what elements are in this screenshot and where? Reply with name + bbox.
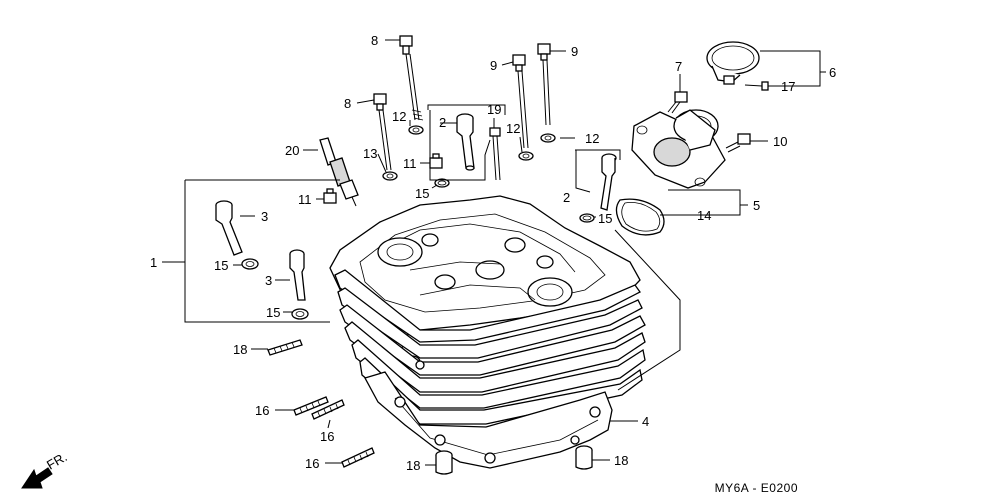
callout-15-c: 15	[214, 258, 228, 273]
spark-plug-20	[319, 137, 359, 207]
callout-15-a: 15	[415, 186, 429, 201]
dowel-3-upper	[215, 200, 243, 256]
clamp-band-6	[706, 41, 760, 85]
callout-18-dowel-a: 18	[406, 458, 420, 473]
callout-14: 14	[697, 208, 711, 223]
callout-12-a: 12	[392, 109, 406, 124]
callout-9-left: 9	[490, 58, 497, 73]
callout-18-dowel-b: 18	[614, 453, 628, 468]
o-ring-15-b	[579, 213, 595, 223]
callout-17: 17	[781, 79, 795, 94]
bolt-19	[489, 127, 501, 181]
stud-16-b	[311, 399, 345, 420]
washer-12-b	[518, 151, 534, 161]
callout-12-c: 12	[585, 131, 599, 146]
dowel-2-upper	[456, 113, 475, 171]
callout-13: 13	[363, 146, 377, 161]
diagram-code: MY6A - E0200	[715, 481, 798, 495]
stud-16-a	[293, 396, 329, 416]
callout-15-b: 15	[598, 211, 612, 226]
washer-13	[382, 171, 398, 181]
bolt-9-left	[512, 54, 529, 149]
callout-3-lower: 3	[265, 273, 272, 288]
callout-6: 6	[829, 65, 836, 80]
callout-5: 5	[753, 198, 760, 213]
gasket-14	[615, 198, 665, 236]
dowel-3-lower	[289, 249, 306, 301]
bolt-8-lower	[373, 93, 392, 171]
callout-1: 1	[150, 255, 157, 270]
dowel-2-right	[600, 153, 617, 211]
washer-12-c	[540, 133, 556, 143]
callout-16-a: 16	[255, 403, 269, 418]
leader-lines	[162, 39, 826, 466]
o-ring-15-a	[434, 178, 450, 188]
nut-11-a	[429, 153, 443, 169]
callout-labels: 8 8 9 9 7 6 17 10 5 14 2 2 19 12 12 12 1…	[150, 33, 836, 473]
washer-12-a	[408, 125, 424, 135]
o-ring-15-d	[291, 308, 309, 320]
callout-7: 7	[675, 59, 682, 74]
callout-11-b: 11	[298, 192, 312, 207]
dowel-18-b	[575, 445, 593, 470]
callout-12-b: 12	[506, 121, 520, 136]
callout-20: 20	[285, 143, 299, 158]
screw-17	[744, 81, 769, 91]
callout-9-right: 9	[571, 44, 578, 59]
callout-10: 10	[773, 134, 787, 149]
callout-8-upper: 8	[371, 33, 378, 48]
callout-18-stud: 18	[233, 342, 247, 357]
callout-15-d: 15	[266, 305, 280, 320]
stud-16-c	[341, 447, 375, 468]
bolt-7	[667, 91, 688, 114]
o-ring-15-c	[241, 258, 259, 270]
front-arrow: FR.	[21, 449, 70, 489]
callout-2-upper: 2	[439, 115, 446, 130]
callout-4: 4	[642, 414, 649, 429]
bolt-8-upper	[399, 35, 424, 121]
stud-18	[267, 339, 303, 356]
callout-16-c: 16	[305, 456, 319, 471]
cylinder-head	[329, 195, 646, 469]
callout-11-a: 11	[403, 156, 417, 171]
bolt-10	[725, 133, 751, 153]
nut-11-b	[323, 188, 337, 204]
bolt-9-right	[537, 43, 551, 126]
callout-2-right: 2	[563, 190, 570, 205]
dowel-18-a	[435, 450, 453, 475]
callout-19: 19	[487, 102, 501, 117]
callout-8-lower: 8	[344, 96, 351, 111]
callout-16-b: 16	[320, 429, 334, 444]
inlet-pipe-5	[631, 109, 726, 189]
callout-3-upper: 3	[261, 209, 268, 224]
